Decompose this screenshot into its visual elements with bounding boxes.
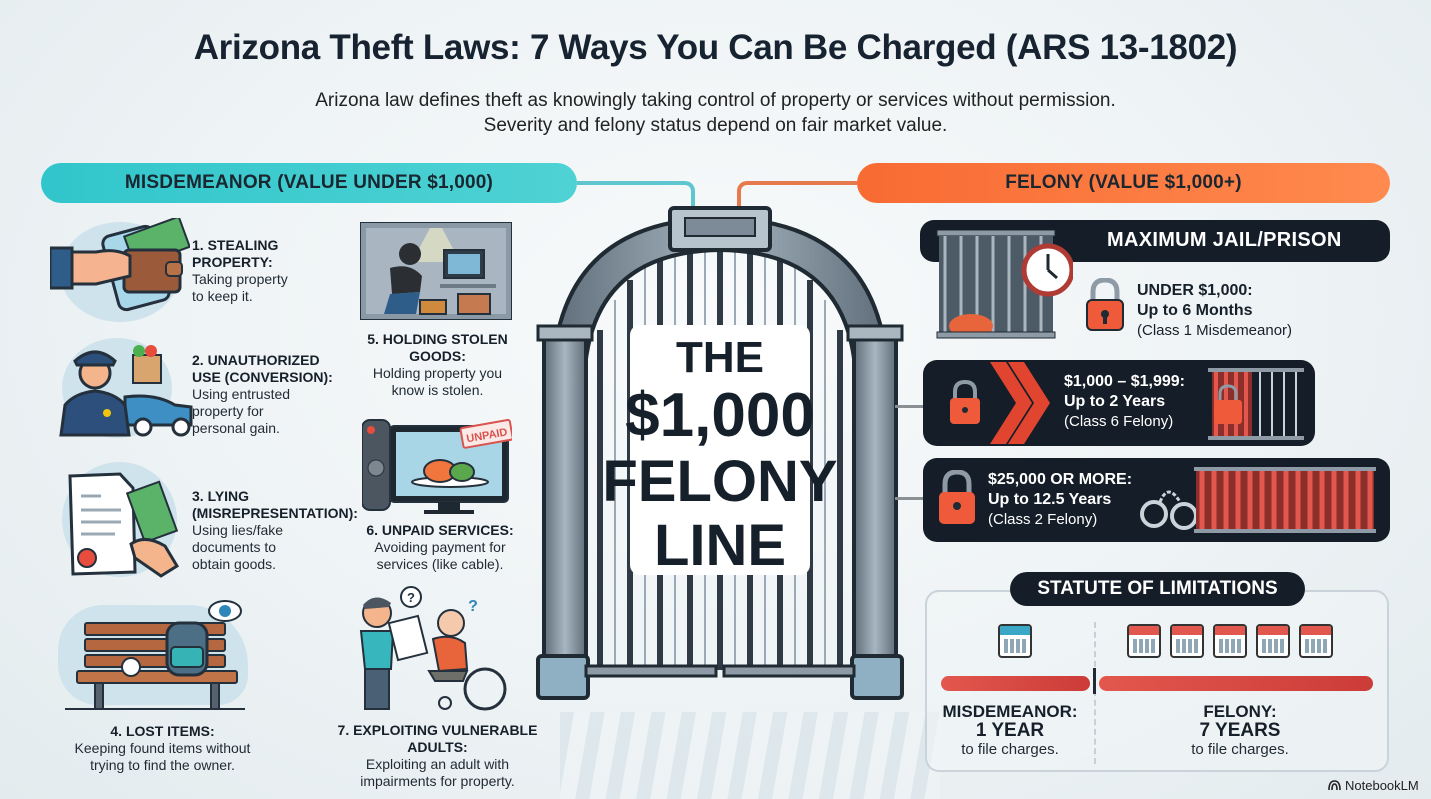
felony-line-word-line: LINE — [653, 513, 787, 578]
full-jail-bars-icon — [1194, 467, 1376, 533]
svg-text:?: ? — [468, 598, 478, 615]
max-jail-heading: MAXIMUM JAIL/PRISON — [1107, 229, 1342, 251]
notebooklm-logo-icon — [1328, 780, 1341, 791]
svg-text:?: ? — [407, 590, 415, 605]
felony-connector-line — [737, 181, 857, 211]
gate-floor-shadow — [560, 712, 940, 799]
calendar-icon — [1213, 624, 1247, 658]
timeline-bar-misdemeanor — [941, 676, 1090, 691]
way-1-text: 1. STEALING PROPERTY: Taking property to… — [192, 237, 288, 304]
tv-remote-unpaid-icon: UNPAID — [362, 418, 512, 514]
way-2-text: 2. UNAUTHORIZED USE (CONVERSION): Using … — [192, 352, 333, 436]
way-4-text: 4. LOST ITEMS: Keeping found items witho… — [74, 723, 251, 773]
tier-1-max: Up to 6 Months — [1137, 302, 1253, 319]
lock-icon — [939, 470, 975, 524]
calendar-icon-misdemeanor — [998, 624, 1032, 658]
officer-car-icon — [59, 345, 193, 437]
statute-misdemeanor-label: MISDEMEANOR: — [942, 702, 1078, 721]
connector-tier-3 — [895, 497, 925, 500]
tier-2-class: (Class 6 Felony) — [1064, 413, 1174, 430]
page-title: Arizona Theft Laws: 7 Ways You Can Be Ch… — [193, 28, 1238, 67]
calendar-icon — [1256, 624, 1290, 658]
timeline-bar-felony — [1099, 676, 1373, 691]
tier-3-class: (Class 2 Felony) — [988, 511, 1098, 528]
felony-line-word-felony: FELONY — [602, 449, 838, 514]
tier-3-text: $25,000 OR MORE: Up to 12.5 Years (Class… — [988, 470, 1132, 530]
handcuffs-icon — [1140, 490, 1198, 530]
tier-2-max: Up to 2 Years — [1064, 393, 1166, 410]
tier-1-class: (Class 1 Misdemeanor) — [1137, 322, 1293, 339]
burglar-storage-icon — [360, 222, 512, 320]
misdemeanor-section-header: MISDEMEANOR (VALUE UNDER $1,000) — [41, 163, 577, 203]
statute-felony-label: FELONY: — [1203, 702, 1277, 721]
jail-cell-clock-icon — [936, 230, 1073, 339]
subtitle-line-1: Arizona law defines theft as knowingly t… — [315, 90, 1116, 111]
tier-1-text: UNDER $1,000: Up to 6 Months (Class 1 Mi… — [1137, 281, 1292, 341]
felony-section-header: FELONY (VALUE $1,000+) — [857, 163, 1390, 203]
chevron-arrows-icon — [990, 362, 1050, 444]
tier-2-text: $1,000 – $1,999: Up to 2 Years (Class 6 … — [1064, 372, 1185, 432]
bench-backpack-icon — [65, 600, 245, 710]
lock-icon — [950, 380, 980, 424]
partial-jail-bars-icon — [1208, 368, 1304, 440]
felony-line-word-the: THE — [676, 333, 764, 382]
way-3-text: 3. LYING (MISREPRESENTATION): Using lies… — [192, 488, 358, 572]
timeline-marker — [1093, 668, 1096, 694]
statute-misdemeanor-period: 1 YEAR — [975, 720, 1045, 741]
calendar-icon — [1127, 624, 1161, 658]
way-6-text: 6. UNPAID SERVICES: Avoiding payment for… — [366, 522, 514, 572]
felony-line-label-bg — [630, 325, 810, 575]
statute-felony-note: to file charges. — [1191, 741, 1289, 758]
wheelchair-adult-icon: ? ? — [359, 586, 507, 711]
calendar-icon — [1299, 624, 1333, 658]
tier-1-range: UNDER $1,000: — [1137, 282, 1253, 299]
way-5-text: 5. HOLDING STOLEN GOODS: Holding propert… — [367, 331, 508, 398]
wallet-hand-icon — [50, 218, 190, 312]
misdemeanor-connector-line — [577, 181, 695, 211]
way-7-text: 7. EXPLOITING VULNERABLE ADULTS: Exploit… — [337, 722, 538, 789]
statute-heading: STATUTE OF LIMITATIONS — [1010, 572, 1305, 606]
felony-line-amount: $1,000 — [625, 381, 815, 450]
tier-3-range: $25,000 OR MORE: — [988, 471, 1133, 488]
page-subtitle: Arizona law defines theft as knowingly t… — [0, 88, 1431, 138]
calendar-icon — [1170, 624, 1204, 658]
statute-misdemeanor-note: to file charges. — [961, 741, 1059, 758]
tier-3-max: Up to 12.5 Years — [988, 491, 1112, 508]
document-money-icon — [68, 472, 180, 578]
subtitle-line-2: Severity and felony status depend on fai… — [483, 115, 948, 136]
notebooklm-watermark: NotebookLM — [1328, 778, 1419, 793]
lock-icon — [1086, 278, 1124, 331]
connector-tier-2 — [895, 405, 925, 408]
tier-2-range: $1,000 – $1,999: — [1064, 373, 1185, 390]
statute-felony-period: 7 YEARS — [1199, 720, 1281, 741]
